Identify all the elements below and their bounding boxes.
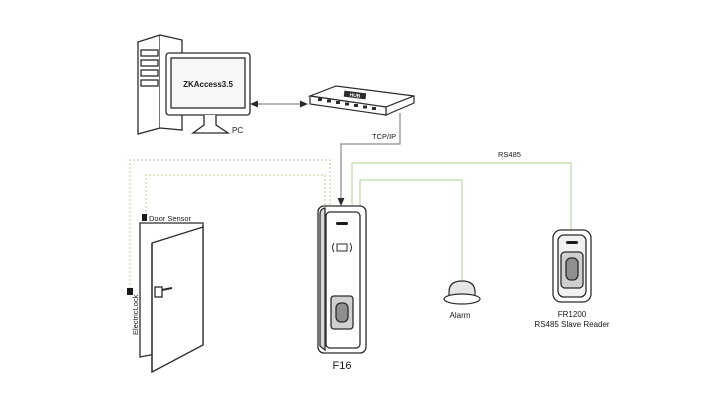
fr1200-led [566,241,578,244]
wiring [129,103,572,290]
alarm-wire [359,179,463,282]
pc-drive-bay [140,79,159,87]
fr1200-fingerprint-window [565,257,579,281]
door-leaf [151,226,204,374]
tcpip-label: TCP/IP [372,132,396,141]
door-handle [161,287,173,291]
pc-screen-text: ZKAccess3.5 [183,80,233,89]
alarm [443,280,481,305]
fr1200-reader [552,229,592,303]
pc-drive-bay [140,69,159,77]
pc-drive-bay [140,49,159,57]
sensor-wire [145,174,326,218]
f16-label: F16 [333,360,352,372]
f16-card-icon [336,243,348,252]
electric-lock-icon [127,288,133,295]
tcpip-wire [340,113,401,200]
electric-lock-label: ElectricLock [131,294,140,335]
f16-led-bar [336,222,348,225]
door [139,222,204,374]
pc-monitor-stand [191,115,231,134]
network-switch: HUB [307,85,415,116]
alarm-base [443,293,481,305]
door-lock-box [154,286,163,298]
pc-screen [170,57,246,109]
f16-rfid-wave-right [349,242,352,253]
alarm-label: Alarm [450,311,471,320]
lock-wire [129,159,331,290]
switch-ports [318,98,376,110]
fr1200-description-label: RS485 Slave Reader [534,320,609,329]
switch-logo-badge [343,90,367,100]
door-sensor-icon [142,214,147,221]
f16-rfid-wave-left [332,242,335,253]
pc-label: PC [232,126,243,135]
arrowheads [250,100,345,206]
f16-fingerprint-window [335,302,349,323]
fr1200-model-label: FR1200 [558,310,587,319]
switch-logo: HUB [349,92,361,99]
door-sensor-label: Door Sensor [149,214,192,223]
f16-device [317,205,367,354]
f16-side-bevel [319,207,326,352]
rs485-label: RS485 [498,150,521,159]
pc: ZKAccess3.5 [137,34,251,135]
rs485-wire [351,162,572,230]
pc-drive-bay [140,59,159,67]
